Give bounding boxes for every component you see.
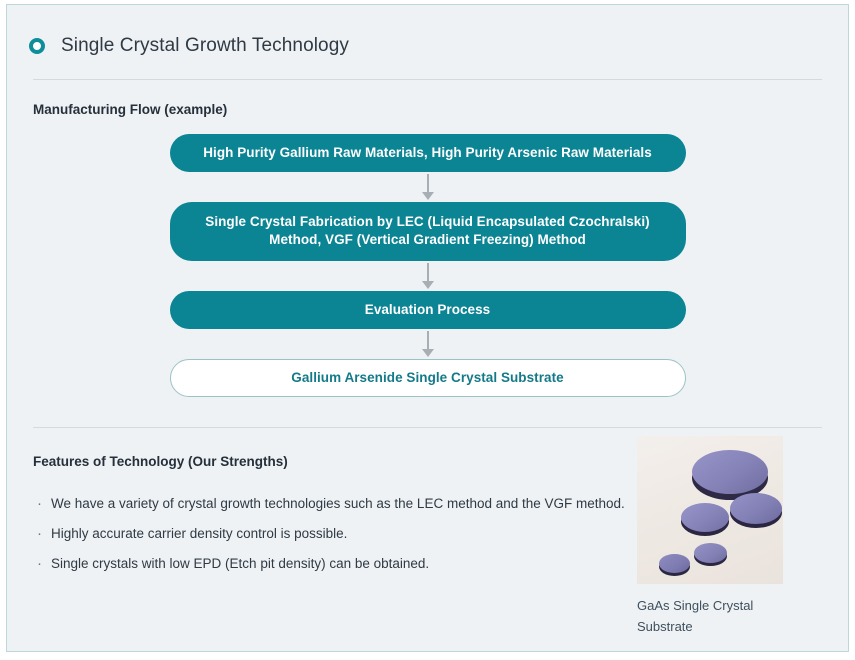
gaas-figure: GaAs Single Crystal Substrate <box>637 436 785 637</box>
features-heading: Features of Technology (Our Strengths) <box>33 454 288 469</box>
wafer-large <box>692 450 768 500</box>
list-item: Single crystals with low EPD (Etch pit d… <box>37 549 637 579</box>
ring-icon <box>29 38 45 54</box>
list-item: We have a variety of crystal growth tech… <box>37 489 637 519</box>
list-item: Highly accurate carrier density control … <box>37 519 637 549</box>
features-text-column: Features of Technology (Our Strengths) W… <box>7 428 637 579</box>
flow-step-1: High Purity Gallium Raw Materials, High … <box>169 134 686 172</box>
arrow-head-icon <box>421 281 434 289</box>
manufacturing-flow-heading: Manufacturing Flow (example) <box>33 102 228 117</box>
divider-top <box>33 79 822 80</box>
figure-caption: GaAs Single Crystal Substrate <box>637 598 754 634</box>
arrow-head-icon <box>421 192 434 200</box>
arrow-shaft <box>426 174 429 193</box>
features-list: We have a variety of crystal growth tech… <box>7 469 637 579</box>
flow-step-4: Gallium Arsenide Single Crystal Substrat… <box>169 359 686 397</box>
flow-step-2: Single Crystal Fabrication by LEC (Liqui… <box>169 202 686 261</box>
content-panel: Single Crystal Growth Technology Manufac… <box>6 4 849 652</box>
page-title: Single Crystal Growth Technology <box>61 35 349 56</box>
flow-step-3: Evaluation Process <box>169 291 686 329</box>
arrow-shaft <box>426 331 429 350</box>
wafer-face <box>694 543 727 563</box>
wafer-medium-right <box>730 493 782 528</box>
wafer-face <box>681 503 729 532</box>
wafer-small-left <box>659 554 690 576</box>
section-header: Single Crystal Growth Technology <box>7 5 848 57</box>
arrow-head-icon <box>421 349 434 357</box>
flow-arrow-3 <box>170 329 686 359</box>
wafer-face <box>730 493 782 524</box>
arrow-shaft <box>426 263 429 282</box>
wafer-face <box>659 554 690 573</box>
flow-arrow-2 <box>170 261 686 291</box>
flow-arrow-1 <box>170 172 686 202</box>
manufacturing-flow-diagram: High Purity Gallium Raw Materials, High … <box>169 134 686 397</box>
gaas-wafers-photo <box>637 436 783 584</box>
divider-bottom <box>33 427 822 428</box>
wafer-small-right <box>694 543 727 566</box>
wafer-face <box>692 450 768 494</box>
wafer-medium-left <box>681 503 729 536</box>
features-section: Features of Technology (Our Strengths) W… <box>7 428 848 637</box>
